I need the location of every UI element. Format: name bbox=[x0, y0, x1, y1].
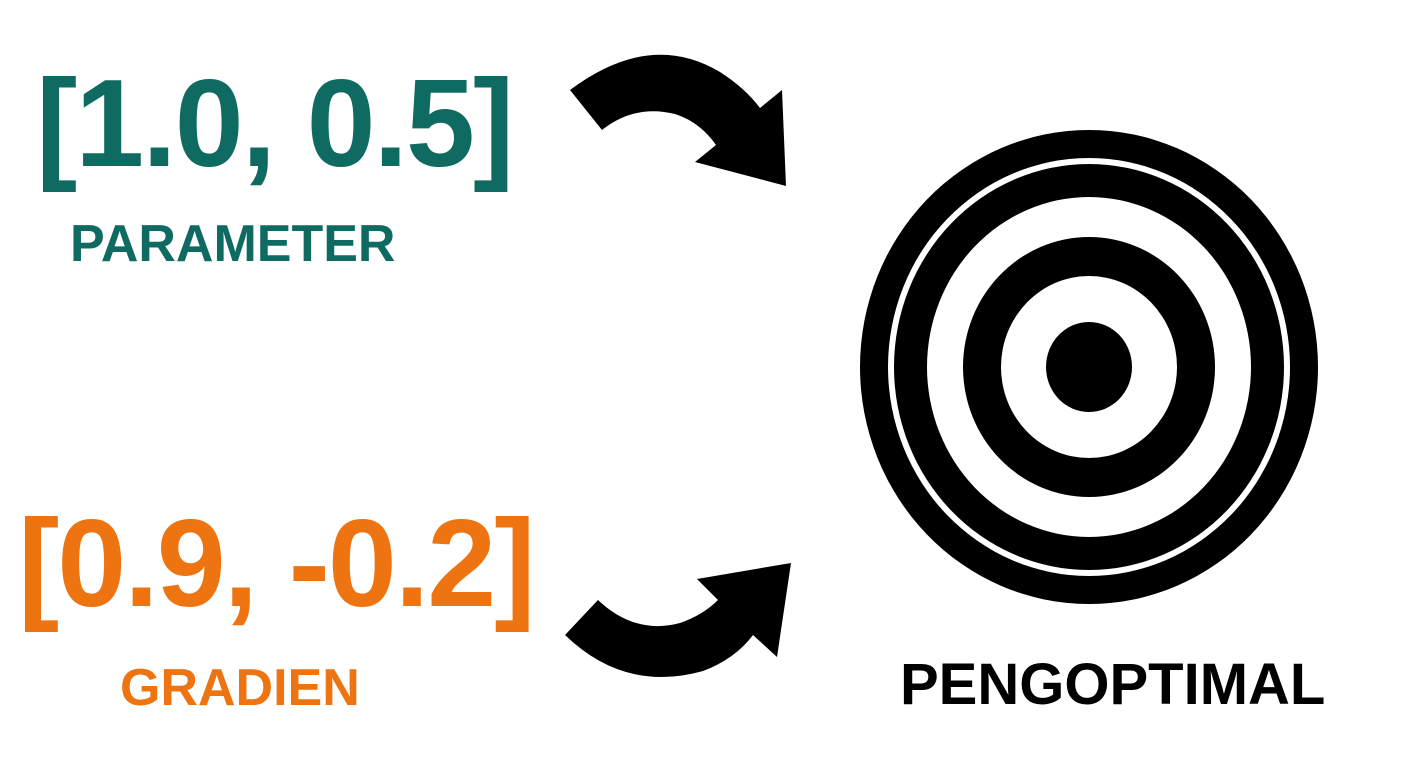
curved-arrow-down-right-icon bbox=[570, 54, 786, 186]
optimizer-label: PENGOPTIMAL bbox=[900, 652, 1326, 717]
curved-arrow-up-right-icon bbox=[565, 563, 791, 678]
gradient-label: GRADIEN bbox=[120, 659, 360, 717]
gradient-vector: [0.9, -0.2] bbox=[18, 495, 536, 633]
parameter-label: PARAMETER bbox=[70, 215, 396, 273]
target-icon bbox=[860, 130, 1318, 604]
parameter-vector: [1.0, 0.5] bbox=[36, 55, 514, 193]
